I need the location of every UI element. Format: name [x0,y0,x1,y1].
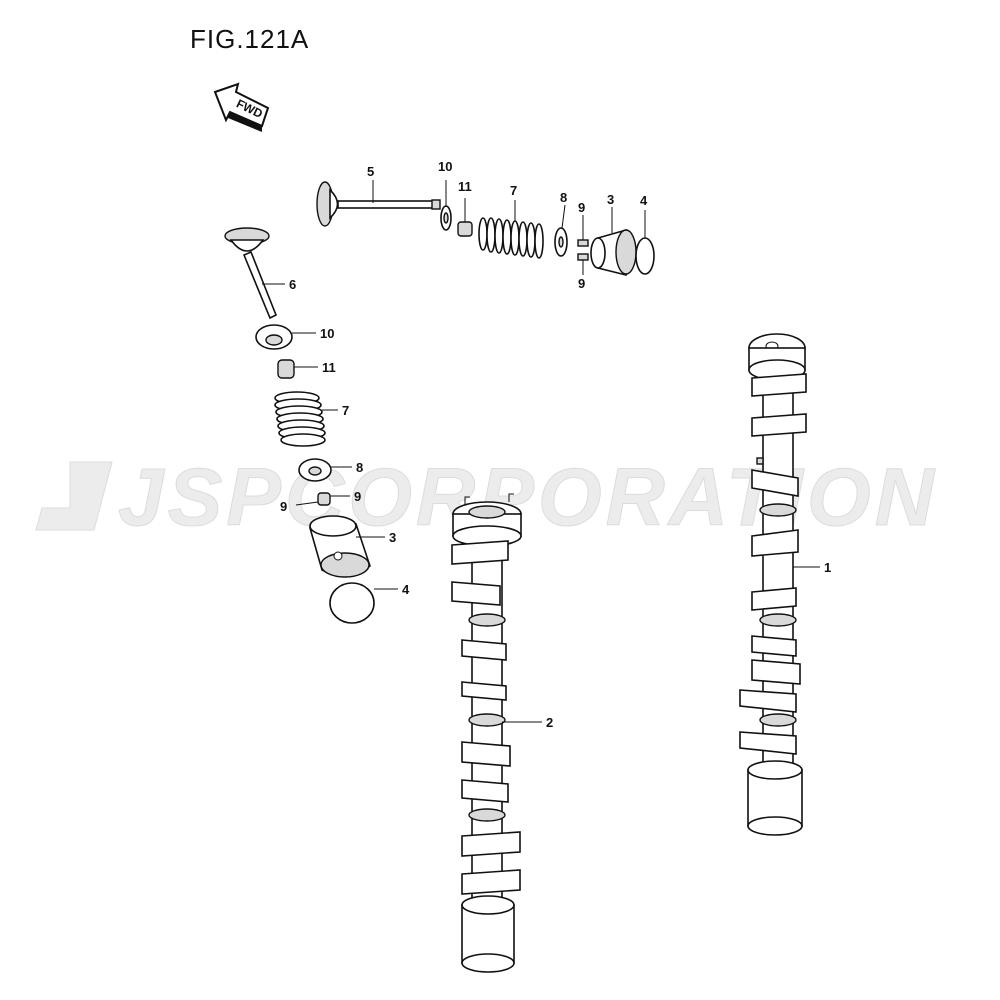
left-valve-assembly [224,227,375,624]
valve-icon [224,227,278,320]
camshaft-callouts: 1 2 [502,560,831,730]
figure-title: FIG.121A [190,24,310,54]
callout-9-left-b: 9 [354,489,361,504]
watermark-text: JSPCORPORATION [118,452,938,543]
callout-4-left: 4 [402,582,410,597]
shim-icon [329,582,375,624]
spring-icon [478,217,544,259]
valve-icon [316,181,441,227]
spring-icon [274,391,326,447]
tappet-icon [308,515,371,578]
callout-9-left-a: 9 [280,499,287,514]
tappet-icon [590,228,637,277]
callout-2: 2 [546,715,553,730]
callout-6-left: 6 [289,277,296,292]
cotter-icon [317,492,331,506]
camshaft-icon [451,493,522,973]
callout-7-upper: 7 [510,183,517,198]
callout-8-upper: 8 [560,190,567,205]
left-callouts: 6 10 11 7 8 9 9 3 4 [262,277,410,597]
callout-3-left: 3 [389,530,396,545]
callout-11-upper: 11 [458,179,472,194]
shim-icon [635,237,655,275]
callout-9-upper-a: 9 [578,200,585,215]
seal-icon [457,221,473,237]
upper-callouts: 5 10 11 7 8 9 9 3 4 [367,159,648,291]
callout-9-upper-b: 9 [578,276,585,291]
fwd-arrow-icon: FWD [213,82,270,132]
callout-1: 1 [824,560,831,575]
callout-4-upper: 4 [640,193,648,208]
seal-icon [277,359,295,379]
upper-valve-assembly [316,181,655,277]
callout-8-left: 8 [356,460,363,475]
callout-10-left: 10 [320,326,334,341]
callout-7-left: 7 [342,403,349,418]
callout-10-upper: 10 [438,159,452,174]
camshaft-icon [739,333,807,836]
callout-11-left: 11 [322,360,336,375]
watermark: JSPCORPORATION [35,452,938,544]
callout-5-upper: 5 [367,164,374,179]
cotter-lower-icon [577,253,589,261]
cotter-upper-icon [577,239,589,247]
callout-3-upper: 3 [607,192,614,207]
